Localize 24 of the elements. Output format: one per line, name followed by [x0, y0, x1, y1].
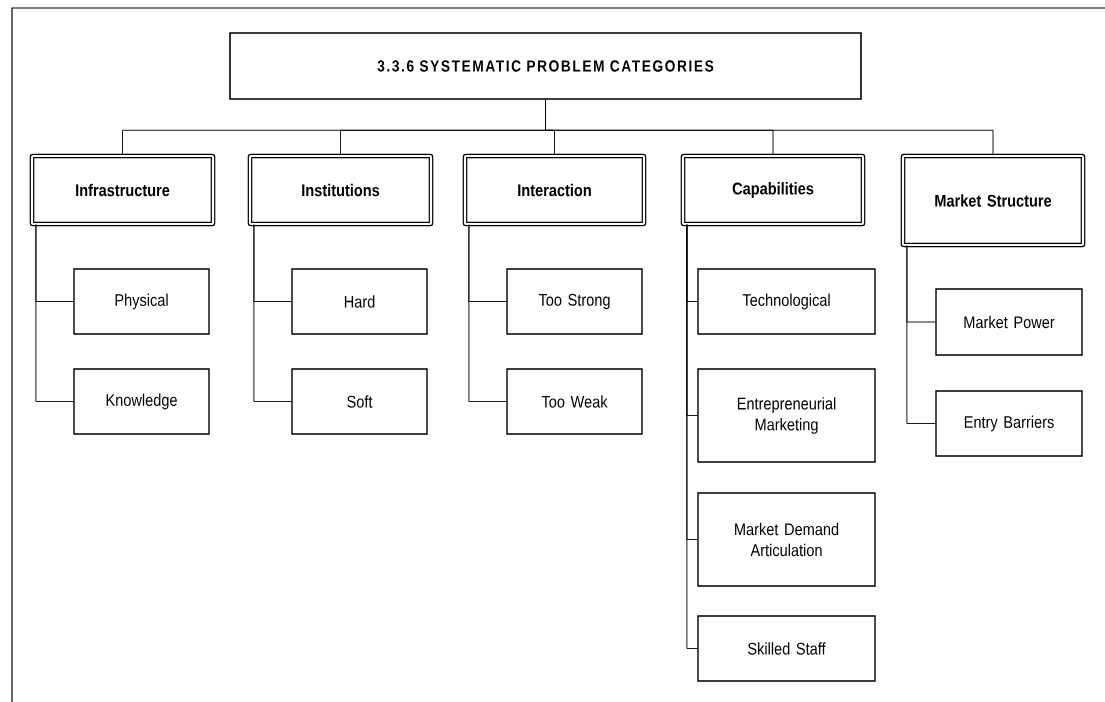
subcategory-box: Technological — [697, 268, 876, 335]
subcategory-box: Market Power — [935, 288, 1083, 356]
subcategory-box: Physical — [73, 268, 210, 335]
connector-line — [545, 99, 994, 156]
category-box: Institutions — [247, 153, 434, 227]
connector-line — [35, 224, 74, 402]
subcategory-box: Entry Barriers — [935, 390, 1083, 457]
subcategory-box: Soft — [291, 368, 428, 435]
category-box: Interaction — [462, 153, 647, 227]
subcategory-box: Market Demand Articulation — [697, 492, 876, 587]
connector-line — [468, 224, 507, 402]
title-box: 3.3.6 SYSTEMATIC PROBLEM CATEGORIES — [229, 32, 862, 100]
subcategory-box: Hard — [291, 268, 428, 335]
subcategory-box: Skilled Staff — [697, 615, 876, 682]
subcategory-box: Too Weak — [506, 368, 643, 435]
subcategory-box: Too Strong — [506, 268, 643, 335]
connector-line — [253, 224, 292, 402]
connector-line — [906, 245, 936, 424]
category-box: Infrastructure — [29, 153, 216, 227]
subcategory-box: Knowledge — [73, 368, 210, 435]
subcategory-box: Entrepreneurial Marketing — [697, 368, 876, 463]
connector-line — [686, 224, 698, 649]
category-box: Capabilities — [680, 153, 866, 227]
category-box: Market Structure — [900, 153, 1086, 248]
